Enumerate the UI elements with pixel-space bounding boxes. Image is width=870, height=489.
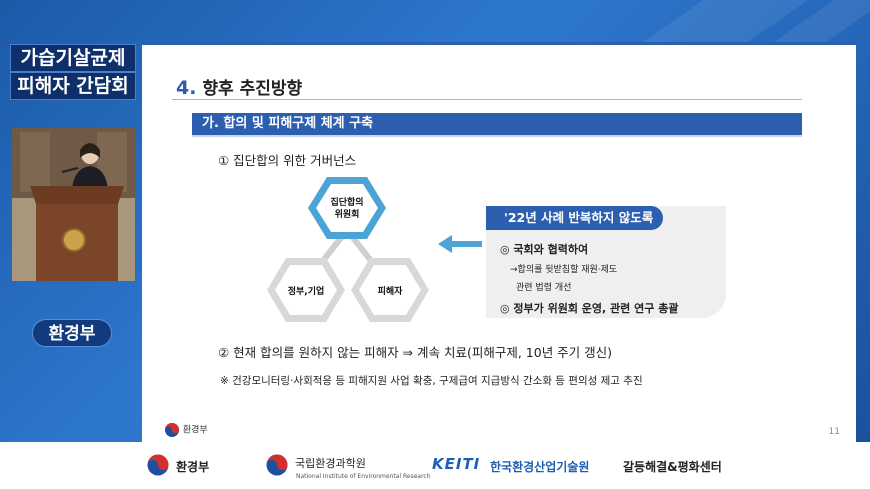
- event-title-line2: 피해자 간담회: [10, 72, 136, 100]
- taegeuk-emblem-icon: [165, 423, 179, 437]
- committee-hexagon-inner: [316, 184, 378, 232]
- callout-line-2: →합의를 뒷받침할 재원·제도: [510, 265, 618, 275]
- subsection-banner: 가. 합의 및 피해구제 체계 구축: [192, 113, 802, 135]
- section-title: 향후 추진방향: [202, 79, 303, 99]
- keiti-logo: KEITI: [432, 455, 481, 473]
- section-divider: [172, 99, 802, 100]
- speaker-video-image: [12, 128, 135, 281]
- committee-label-line1: 집단합의: [330, 196, 363, 208]
- sponsor-nier-sub: National Institute of Environmental Rese…: [296, 473, 431, 480]
- ministry-badge: 환경부: [32, 319, 112, 347]
- arrow-left-icon: [438, 235, 482, 253]
- callout-line-3: 관련 법령 개선: [516, 283, 572, 293]
- section-heading: 4. 향후 추진방향: [176, 74, 302, 99]
- slide-footer-logo-text: 환경부: [182, 425, 208, 436]
- point-2: ② 현재 합의를 원하지 않는 피해자 ⇒ 계속 치료(피해구제, 10년 주기…: [218, 345, 613, 360]
- speaker-video: [12, 128, 135, 281]
- presentation-slide: 4. 향후 추진방향 가. 합의 및 피해구제 체계 구축 ① 집단합의 위한 …: [142, 42, 856, 442]
- slide-footer-logo: 환경부: [164, 422, 208, 438]
- event-title-line1: 가습기살균제: [10, 44, 136, 72]
- nier-emblem-icon: [266, 454, 288, 476]
- section-number: 4.: [176, 77, 197, 99]
- callout-line-1: ◎ 국회와 협력하여: [500, 243, 589, 256]
- committee-label-line2: 위원회: [335, 208, 360, 220]
- ministry-of-environment-emblem-icon: [147, 454, 169, 476]
- point-1: ① 집단합의 위한 거버넌스: [218, 153, 357, 168]
- footnote: ※ 건강모니터링·사회적응 등 피해지원 사업 확충, 구제급여 지급방식 간소…: [220, 375, 643, 387]
- sponsor-keiti: 한국환경산업기술원: [490, 460, 590, 474]
- callout-box: '22년 사례 반복하지 않도록 ◎ 국회와 협력하여 →합의를 뒷받침할 재원…: [486, 206, 726, 318]
- sponsor-nier: 국립환경과학원: [295, 457, 366, 470]
- subsection-shadow: [192, 135, 802, 137]
- gov-business-hexagon-inner: [275, 265, 337, 315]
- governance-diagram: 집단합의 위원회 정부,기업 피해자: [267, 177, 429, 322]
- victims-hexagon-inner: [359, 265, 421, 315]
- sponsor-bar: [0, 442, 870, 489]
- slide-top-rule: [142, 42, 856, 45]
- callout-header: '22년 사례 반복하지 않도록: [486, 206, 664, 230]
- sponsor-ministry: 환경부: [176, 460, 210, 474]
- page-number: 11: [828, 427, 840, 437]
- sponsor-peace-center: 갈등해결&평화센터: [623, 460, 722, 474]
- gov-business-label: 정부,기업: [288, 285, 325, 297]
- callout-line-4: ◎ 정부가 위원회 운영, 관련 연구 총괄: [500, 302, 679, 315]
- victims-label: 피해자: [378, 285, 404, 297]
